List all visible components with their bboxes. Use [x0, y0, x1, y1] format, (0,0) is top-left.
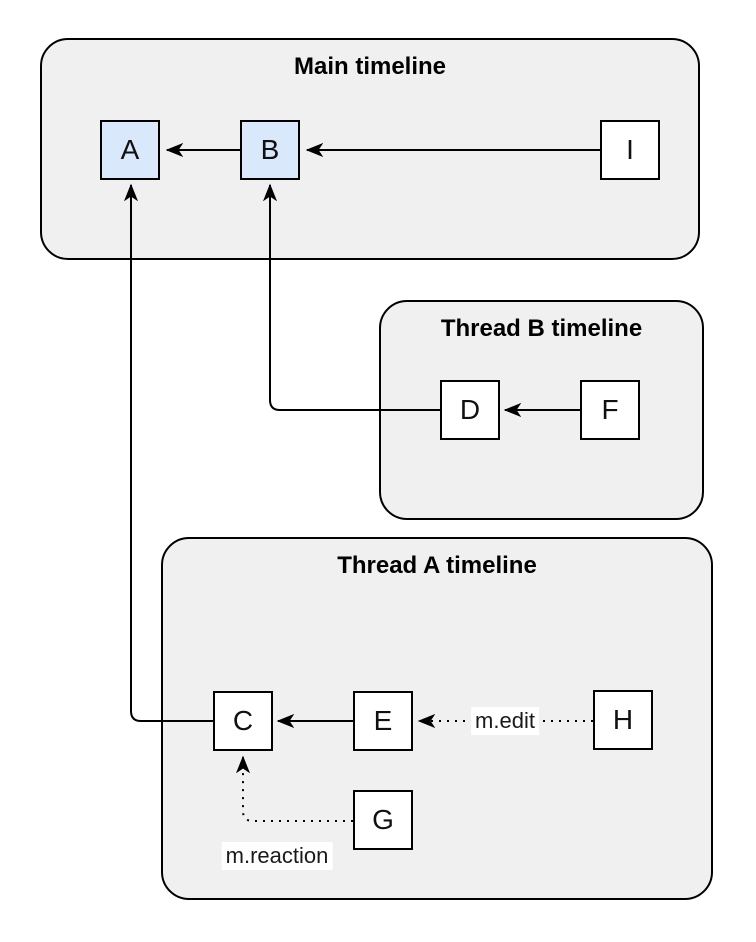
thread-a-timeline-title: Thread A timeline — [337, 552, 537, 579]
edge-label-m-reaction: m.reaction — [221, 842, 333, 870]
node-b-label: B — [260, 134, 280, 165]
node-b: B — [240, 120, 300, 180]
node-e: E — [353, 691, 413, 751]
node-d-label: D — [459, 394, 481, 425]
node-a-label: A — [120, 134, 140, 165]
node-h-label: H — [612, 704, 634, 735]
node-g: G — [353, 790, 413, 850]
node-c: C — [213, 691, 273, 751]
node-e-label: E — [373, 705, 393, 736]
node-a: A — [100, 120, 160, 180]
container-thread-b-timeline: Thread B timeline — [379, 300, 704, 520]
node-d: D — [440, 380, 500, 440]
node-f: F — [580, 380, 640, 440]
node-f-label: F — [601, 394, 619, 425]
node-h: H — [593, 690, 653, 750]
edge-label-m-edit: m.edit — [471, 707, 539, 735]
thread-b-timeline-title: Thread B timeline — [440, 315, 643, 342]
node-c-label: C — [232, 705, 254, 736]
main-timeline-title: Main timeline — [293, 53, 447, 80]
node-i-label: I — [626, 134, 634, 165]
node-i: I — [600, 120, 660, 180]
node-g-label: G — [372, 804, 394, 835]
